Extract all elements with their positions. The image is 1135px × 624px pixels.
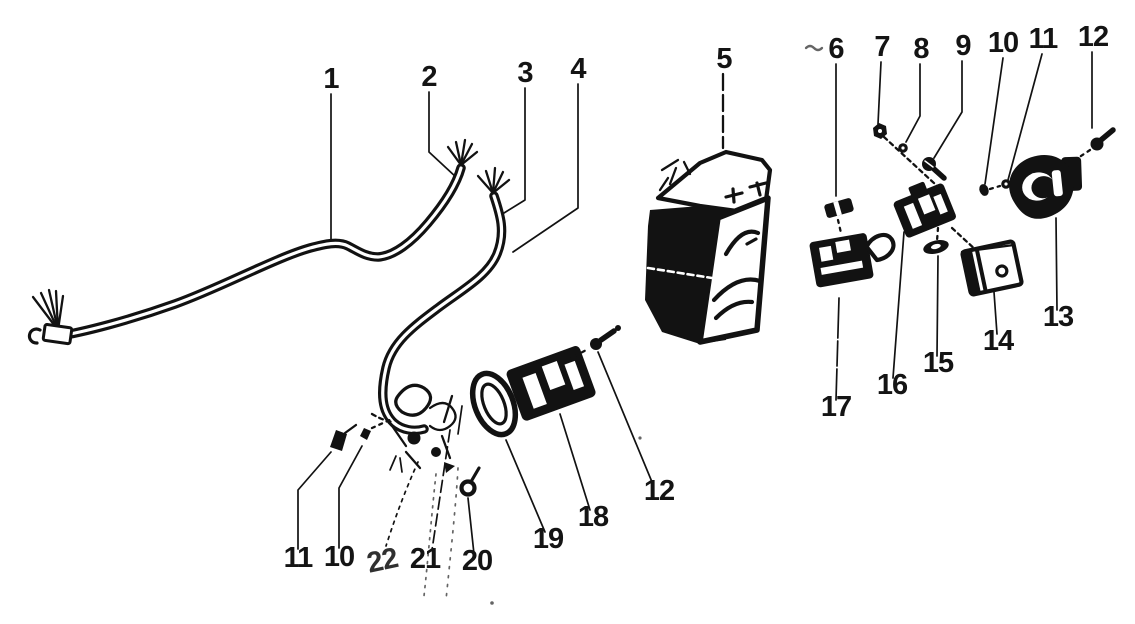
callout-17: 17	[821, 391, 851, 423]
connector-block-16	[893, 181, 956, 238]
callout-8: 8	[913, 33, 929, 65]
battery-face-marks	[711, 229, 763, 321]
cable-end-clamp	[27, 323, 74, 346]
callout-11-top: 11	[1029, 23, 1059, 55]
callout-13: 13	[1043, 301, 1074, 333]
callout-3: 3	[517, 57, 533, 89]
battery-box	[645, 149, 773, 345]
callout-2: 2	[421, 61, 436, 93]
callout-10-bottom: 10	[324, 541, 354, 573]
horn-assembly	[1009, 154, 1083, 219]
callout-19: 19	[533, 523, 564, 555]
grommet-ring-19	[469, 370, 519, 438]
callout-12-top: 12	[1078, 21, 1108, 53]
screw-part-9	[922, 157, 947, 181]
leader-lines	[297, 51, 1093, 555]
callout-6: 6	[828, 33, 844, 65]
battery-top-terminal-marks	[658, 158, 768, 204]
callout-14: 14	[983, 325, 1014, 357]
callout-11-bottom: 11	[284, 542, 314, 574]
connector-plug-18	[506, 346, 596, 421]
washer-part-11	[1001, 179, 1011, 189]
callout-20: 20	[462, 545, 492, 577]
callout-10-top: 10	[988, 27, 1018, 59]
wire-harness-cable-1	[27, 138, 479, 346]
callout-12-bottom: 12	[644, 475, 674, 507]
terminal-part-6	[824, 198, 854, 218]
terminal-sketch-cluster-21-22	[370, 383, 463, 473]
bead-part-10-bottom	[360, 417, 394, 440]
callout-22: 22	[364, 542, 400, 580]
callout-15: 15	[923, 347, 954, 379]
callout-labels: 1 2 3 4 5 6 7 8 9 10 11 12 13 14 15 16 1…	[284, 21, 1109, 580]
callout-18: 18	[578, 501, 609, 533]
screw-part-12-bottom	[566, 325, 621, 362]
callout-16: 16	[877, 369, 908, 401]
washer-part-8	[898, 143, 908, 153]
callout-9: 9	[955, 30, 971, 62]
frayed-wire-end-right	[446, 138, 479, 167]
frayed-wire-end-top	[476, 166, 511, 195]
flat-nut-15	[923, 239, 949, 255]
callout-7: 7	[874, 31, 889, 63]
screw-part-11-bottom	[330, 423, 358, 451]
fastener-group-7-8-9	[873, 123, 950, 198]
eye-screw-20	[459, 466, 481, 497]
callout-21: 21	[410, 543, 441, 575]
switch-part-17	[809, 232, 896, 288]
sketch-noise	[423, 44, 824, 605]
switch-block-14	[960, 239, 1024, 297]
wire-harness-cable-2	[377, 166, 511, 436]
callout-1: 1	[323, 63, 339, 95]
nut-part-7	[873, 123, 887, 139]
callout-4: 4	[570, 53, 586, 85]
callout-5: 5	[716, 43, 732, 75]
